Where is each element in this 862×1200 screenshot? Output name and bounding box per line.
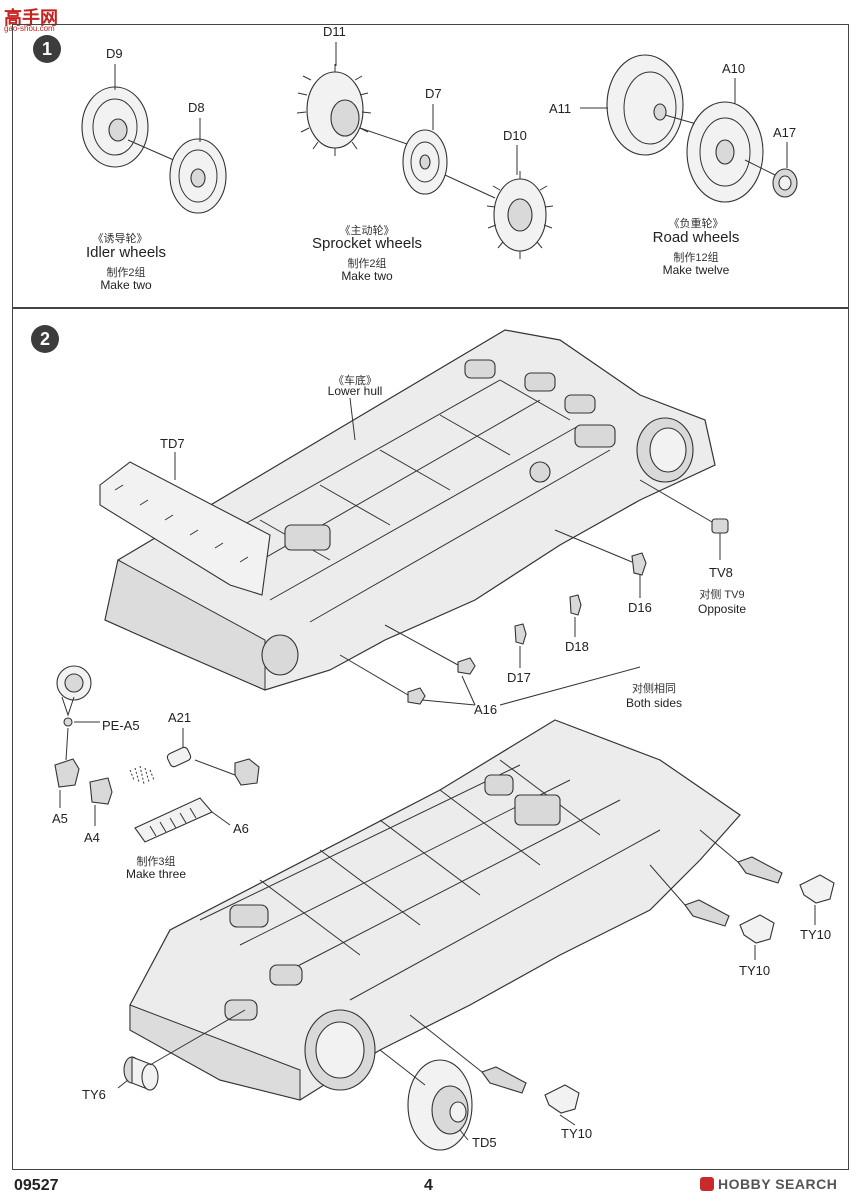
label-d16: D16 (628, 600, 652, 615)
td5-sprocket (407, 1059, 473, 1151)
label-td7: TD7 (160, 436, 185, 451)
lower-hull-cn: 《车底》 (333, 375, 377, 387)
label-d18: D18 (565, 639, 589, 654)
d17-part (514, 623, 527, 645)
idler-qty-en: Make two (100, 278, 152, 292)
idler-cn: 《诱导轮》 (92, 233, 148, 245)
road-cn: 《负重轮》 (668, 218, 724, 230)
ty10-part-c (481, 1066, 580, 1114)
tv8-part (711, 518, 729, 534)
label-a16: A16 (474, 702, 498, 717)
label-d8: D8 (188, 100, 205, 115)
road-en: Road wheels (652, 229, 740, 246)
label-d10: D10 (503, 128, 527, 143)
label-pe-a5: PE-A5 (102, 718, 140, 733)
both-sides-en: Both sides (625, 696, 683, 710)
make-three-cn: 制作3组 (136, 856, 176, 868)
road-wheel-a10 (686, 101, 764, 203)
step2-panel (12, 308, 849, 1170)
logo-url: gao-shou.com (4, 24, 55, 33)
ty10-part-a (737, 856, 835, 904)
a16-part-1 (457, 657, 476, 675)
opposite-cn: 对侧 TV9 (699, 589, 745, 601)
sprocket-d7 (402, 129, 448, 195)
d18-part (569, 594, 582, 616)
label-tv8: TV8 (709, 565, 733, 580)
pe-a5-detail (56, 665, 92, 727)
td7-plate (99, 461, 271, 596)
opposite-en: Opposite (697, 602, 747, 616)
label-td5: TD5 (472, 1135, 497, 1150)
idler-wheel-d8 (169, 138, 227, 214)
label-d17: D17 (507, 670, 531, 685)
both-sides-cn: 对侧相同 (632, 683, 676, 695)
idler-wheel-d9 (81, 86, 149, 168)
label-ty10-b: TY10 (739, 963, 771, 978)
road-wheel-a17 (772, 168, 798, 198)
page-number: 4 (424, 1177, 433, 1194)
label-d7: D7 (425, 86, 442, 101)
ty10-part-b (684, 899, 775, 944)
label-ty10-c: TY10 (561, 1126, 593, 1141)
label-a17: A17 (773, 125, 797, 140)
ty6-part (123, 1056, 159, 1091)
road-qty-en: Make twelve (662, 263, 730, 277)
label-a10: A10 (722, 61, 746, 76)
sprocket-d10 (486, 171, 554, 259)
label-a5: A5 (52, 811, 68, 826)
lower-hull-lower-view (129, 719, 741, 1101)
label-a11: A11 (549, 101, 572, 116)
label-a21: A21 (168, 710, 192, 725)
a6-spring (134, 797, 213, 843)
a5-part (54, 758, 80, 788)
step1-panel (12, 24, 849, 308)
step1-number: 1 (33, 35, 61, 63)
kit-number: 09527 (14, 1177, 59, 1194)
lower-hull-upper-view (104, 329, 716, 691)
label-d9: D9 (106, 46, 123, 61)
a16-part-2 (407, 687, 426, 705)
hobby-search-watermark: HOBBY SEARCH (700, 1173, 837, 1195)
lower-hull-en: Lower hull (327, 384, 383, 398)
sprocket-en: Sprocket wheels (311, 235, 423, 252)
label-a4: A4 (84, 830, 100, 845)
sprocket-cn: 《主动轮》 (339, 225, 395, 237)
road-wheel-a11 (606, 54, 684, 156)
a21-part (166, 746, 192, 768)
label-d11: D11 (323, 24, 346, 39)
label-ty10-a: TY10 (800, 927, 832, 942)
a6-bracket (234, 758, 260, 786)
label-a6: A6 (233, 821, 249, 836)
d16-part (631, 552, 647, 576)
hobby-search-logo-icon (700, 1177, 714, 1191)
a4-part (89, 777, 113, 805)
site-logo: 高手网 gao-shou.com (4, 4, 74, 34)
sprocket-qty-en: Make two (341, 269, 393, 283)
sprocket-d11 (296, 64, 372, 156)
label-ty6: TY6 (82, 1087, 106, 1102)
watermark-text: HOBBY SEARCH (718, 1176, 838, 1192)
sprocket-qty-cn: 制作2组 (347, 258, 387, 270)
step2-number: 2 (31, 325, 59, 353)
make-three-en: Make three (125, 867, 187, 881)
idler-en: Idler wheels (85, 244, 167, 261)
logo-text: 高手网 (4, 8, 58, 29)
idler-qty-cn: 制作2组 (106, 267, 146, 279)
road-qty-cn: 制作12组 (673, 252, 719, 264)
